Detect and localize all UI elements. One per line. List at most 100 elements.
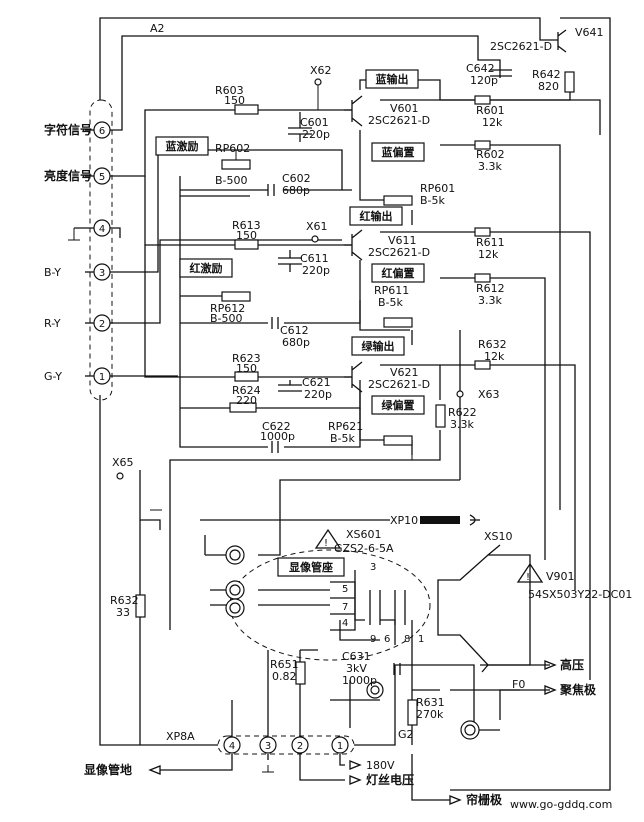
resistor-r601	[474, 95, 491, 105]
xs601-type: GZS2-6-5A	[334, 542, 394, 555]
pot-rp601	[383, 195, 413, 206]
resistor-r642	[564, 71, 575, 93]
label-ry: R-Y	[44, 317, 61, 330]
pin-2-label: 2	[99, 319, 105, 330]
v601-ref: V601	[390, 102, 419, 115]
rp602-value: B-500	[215, 174, 248, 187]
text-labels: A2 字符信号 亮度信号 B-Y R-Y G-Y V641 2SC2621-D …	[44, 22, 632, 811]
label-f0: F0	[512, 678, 525, 691]
r623-ref: R623	[232, 352, 261, 365]
xp10-label: XP10	[390, 514, 418, 527]
v611-type: 2SC2621-D	[368, 246, 430, 259]
capacitor-c642	[490, 69, 512, 77]
arrow-hv	[544, 660, 557, 670]
label-focus: 聚焦极	[559, 682, 597, 697]
capacitor-c621	[278, 380, 302, 392]
transistor-v601	[344, 95, 363, 127]
pot-rp611	[383, 317, 413, 328]
arrow-crt-ground	[148, 765, 161, 775]
v621-ref: V621	[390, 366, 419, 379]
c602-ref: C602	[282, 172, 311, 185]
bottom-pin-2: 2	[297, 741, 303, 752]
input-connector: 6 5 4 3 2 1	[93, 121, 111, 385]
c621-ref: C621	[302, 376, 331, 389]
arrow-focus	[544, 685, 557, 695]
v641-type: 2SC2621-D	[490, 40, 552, 53]
capacitor-c622	[271, 441, 279, 453]
crt-pin-4: 4	[342, 618, 348, 629]
label-g2: G2	[398, 728, 414, 741]
xs10-label: XS10	[484, 530, 513, 543]
arrow-180v	[349, 760, 362, 770]
c611-value: 220p	[302, 264, 330, 277]
resistor-r624	[229, 402, 257, 413]
c612-value: 680p	[282, 336, 310, 349]
r651-value: 0.82	[272, 670, 297, 683]
v601-type: 2SC2621-D	[368, 114, 430, 127]
pin-6	[93, 121, 111, 139]
r601-ref: R601	[476, 104, 505, 117]
r642-ref: R642	[532, 68, 561, 81]
r613-ref: R613	[232, 219, 261, 232]
capacitor-c612	[271, 317, 279, 329]
label-green-out: 绿输出	[362, 339, 395, 353]
r624-value: 220	[236, 394, 257, 407]
c631-capacitance: 1000p	[342, 674, 377, 687]
crt-pin-9: 9	[370, 634, 376, 645]
resistor-r603	[234, 104, 259, 115]
r611-ref: R611	[476, 236, 505, 249]
resistor-r623	[234, 371, 259, 382]
resistor-r611	[474, 227, 491, 237]
x62-label: X62	[310, 64, 332, 77]
resistor-r612	[474, 273, 491, 283]
v621-type: 2SC2621-D	[368, 378, 430, 391]
r613-value: 150	[236, 229, 257, 242]
r624-ref: R624	[232, 384, 261, 397]
label-red-out: 红输出	[360, 209, 393, 223]
pin-5	[93, 167, 111, 185]
resistor-r632	[474, 360, 491, 370]
rp612-value: B-500	[210, 312, 243, 325]
label-180v: 180V	[366, 759, 395, 772]
rp601-value: B-5k	[420, 194, 446, 207]
label-red-drive: 红激励	[190, 261, 223, 275]
c612-ref: C612	[280, 324, 309, 337]
label-heater: 灯丝电压	[366, 772, 414, 787]
resistor-r613	[234, 239, 259, 250]
transistor-v611	[344, 229, 363, 261]
wiring	[68, 17, 611, 801]
label-red-bias: 红偏置	[382, 266, 415, 280]
watermark: www.go-gddq.com	[510, 798, 612, 811]
testpoint-x65	[116, 472, 124, 480]
c621-value: 220p	[304, 388, 332, 401]
r601-value: 12k	[482, 116, 503, 129]
testpoint-x61	[311, 235, 319, 243]
r642-value: 820	[538, 80, 559, 93]
r632-ref: R632	[478, 338, 507, 351]
crt-pin-3: 3	[370, 562, 376, 573]
label-screen: 帘栅极	[466, 792, 503, 807]
label-gy: G-Y	[44, 370, 62, 383]
v641-ref: V641	[575, 26, 604, 39]
resistor-r651	[295, 661, 306, 685]
pot-rp602	[221, 159, 251, 170]
arrow-screen	[449, 795, 462, 805]
pot-rp612	[221, 291, 251, 302]
warning-triangle-v901	[516, 562, 544, 583]
electron-guns	[330, 581, 356, 631]
pin-2	[93, 314, 111, 332]
c642-value: 120p	[470, 74, 498, 87]
rp612-ref: RP612	[210, 302, 245, 315]
c601-ref: C601	[300, 116, 329, 129]
label-blue-bias: 蓝偏置	[382, 145, 415, 159]
v901-type: 54SX503Y22-DC01	[528, 588, 632, 601]
label-a2: A2	[150, 22, 165, 35]
bottom-pin-1: 1	[337, 741, 343, 752]
testpoint-x62	[314, 78, 322, 86]
ground-symbols	[150, 455, 420, 511]
r623-value: 150	[236, 362, 257, 375]
pin-6-label: 6	[99, 126, 105, 137]
crt-pin-6: 6	[384, 634, 390, 645]
bottom-pin-3: 3	[265, 741, 271, 752]
